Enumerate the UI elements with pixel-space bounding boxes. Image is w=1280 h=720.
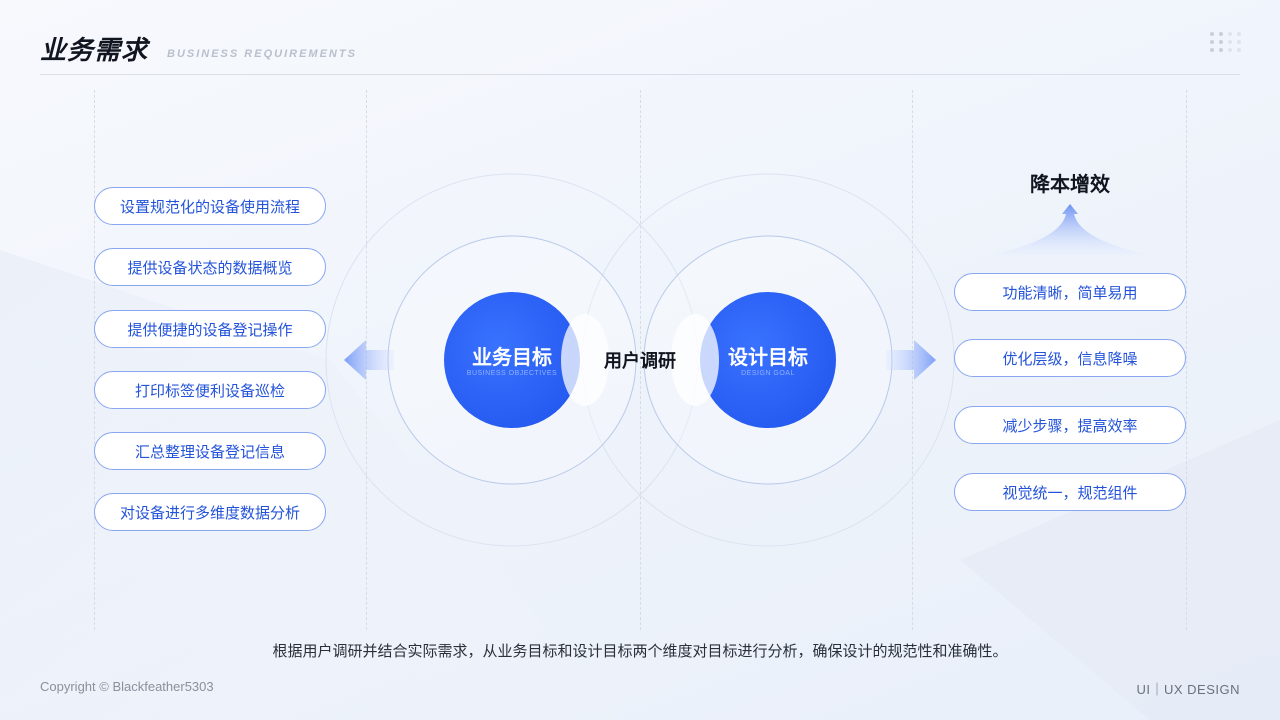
- guide-line: [1186, 90, 1187, 630]
- design-goal-circle: [700, 292, 836, 428]
- page-title: 业务需求: [40, 35, 149, 65]
- right-item-1: 功能清晰，简单易用: [954, 273, 1186, 311]
- copyright-text: Copyright © Blackfeather5303: [40, 679, 214, 694]
- left-item-2: 提供设备状态的数据概览: [94, 248, 326, 286]
- right-item-4: 视觉统一，规范组件: [954, 473, 1186, 511]
- business-goal-subtitle: BUSINESS OBJECTIVES: [466, 370, 558, 377]
- left-item-6: 对设备进行多维度数据分析: [94, 493, 326, 531]
- guide-line: [94, 90, 95, 630]
- user-research-label: 用户调研: [604, 351, 676, 371]
- design-goal-subtitle: DESIGN GOAL: [741, 370, 795, 377]
- header-divider: [40, 74, 1240, 75]
- right-item-3: 减少步骤，提高效率: [954, 406, 1186, 444]
- business-goal-title: 业务目标: [472, 347, 552, 369]
- design-goal-title: 设计目标: [728, 347, 808, 369]
- guide-line: [640, 90, 641, 630]
- left-item-4: 打印标签便利设备巡检: [94, 371, 326, 409]
- left-item-1: 设置规范化的设备使用流程: [94, 187, 326, 225]
- business-goal-circle: [444, 292, 580, 428]
- left-arrow-icon: [344, 340, 394, 380]
- dots-grid-icon: [1210, 32, 1242, 56]
- brand-label: UI｜UX DESIGN: [1136, 682, 1240, 697]
- page-subtitle: BUSINESS REQUIREMENTS: [167, 48, 357, 60]
- right-column-title: 降本增效: [1030, 174, 1110, 196]
- footer-description: 根据用户调研并结合实际需求，从业务目标和设计目标两个维度对目标进行分析，确保设计…: [272, 643, 1008, 660]
- right-item-2: 优化层级，信息降噪: [954, 339, 1186, 377]
- right-arrow-icon: [886, 340, 936, 380]
- left-item-5: 汇总整理设备登记信息: [94, 432, 326, 470]
- left-item-3: 提供便捷的设备登记操作: [94, 310, 326, 348]
- upward-arrow-icon: [990, 204, 1150, 255]
